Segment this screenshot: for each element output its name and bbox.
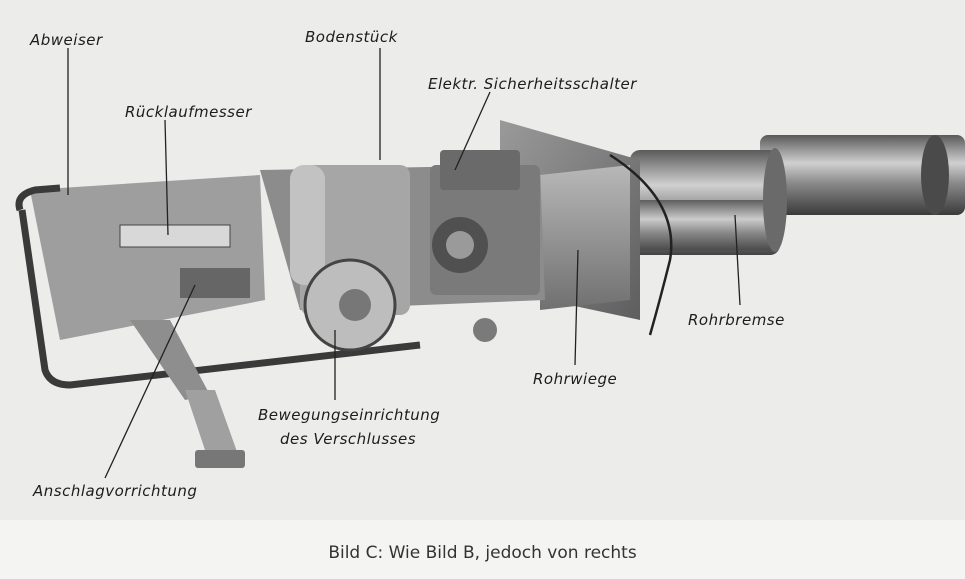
label-bewegung-line2: des Verschlusses — [280, 430, 416, 448]
label-abweiser: Abweiser — [29, 31, 103, 49]
stop-device — [130, 320, 245, 468]
label-rohrbremse: Rohrbremse — [688, 311, 785, 329]
label-bodenstueck: Bodenstück — [305, 28, 399, 46]
label-anschlag: Anschlagvorrichtung — [32, 482, 197, 500]
deflector-frame — [15, 175, 421, 389]
figure-caption: Bild C: Wie Bild B, jedoch von rechts — [328, 543, 637, 563]
label-ruecklaufmesser: Rücklaufmesser — [125, 103, 252, 121]
leader-lines — [67, 48, 741, 479]
breech-body — [260, 150, 545, 315]
gun-breech-illustration: Abweiser Bodenstück Rücklaufmesser Elekt… — [15, 28, 965, 500]
barrel — [610, 135, 965, 255]
cable — [609, 153, 673, 336]
label-bewegung-line1: Bewegungseinrichtung — [258, 406, 440, 424]
label-sicherheitsschalter: Elektr. Sicherheitsschalter — [428, 75, 637, 93]
breech-drive-wheel — [303, 258, 497, 352]
label-rohrwiege: Rohrwiege — [533, 370, 617, 388]
